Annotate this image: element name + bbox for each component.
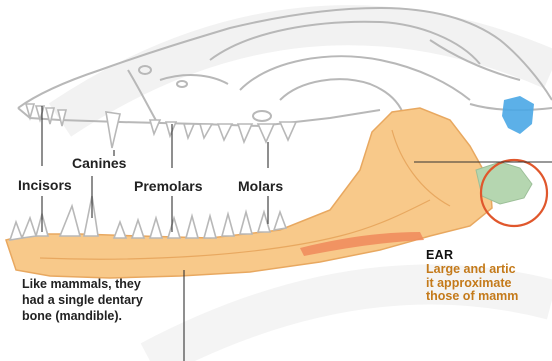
mandible-caption: Like mammals, they had a single dentary … <box>22 276 192 324</box>
caption-line-3: bone (mandible). <box>22 308 192 324</box>
label-canines: Canines <box>72 156 126 170</box>
ear-description: Large and artic it approximate those of … <box>426 263 552 304</box>
label-molars: Molars <box>238 179 283 193</box>
caption-line-1: Like mammals, they <box>22 276 192 292</box>
ear-line-1: Large and artic <box>426 263 552 277</box>
ear-title: EAR <box>426 248 453 262</box>
label-premolars: Premolars <box>134 179 202 193</box>
ear-line-2: it approximate <box>426 277 552 291</box>
ear-line-3: those of mamm <box>426 290 552 304</box>
label-incisors: Incisors <box>18 178 72 192</box>
blue-bone <box>502 96 534 134</box>
caption-line-2: had a single dentary <box>22 292 192 308</box>
